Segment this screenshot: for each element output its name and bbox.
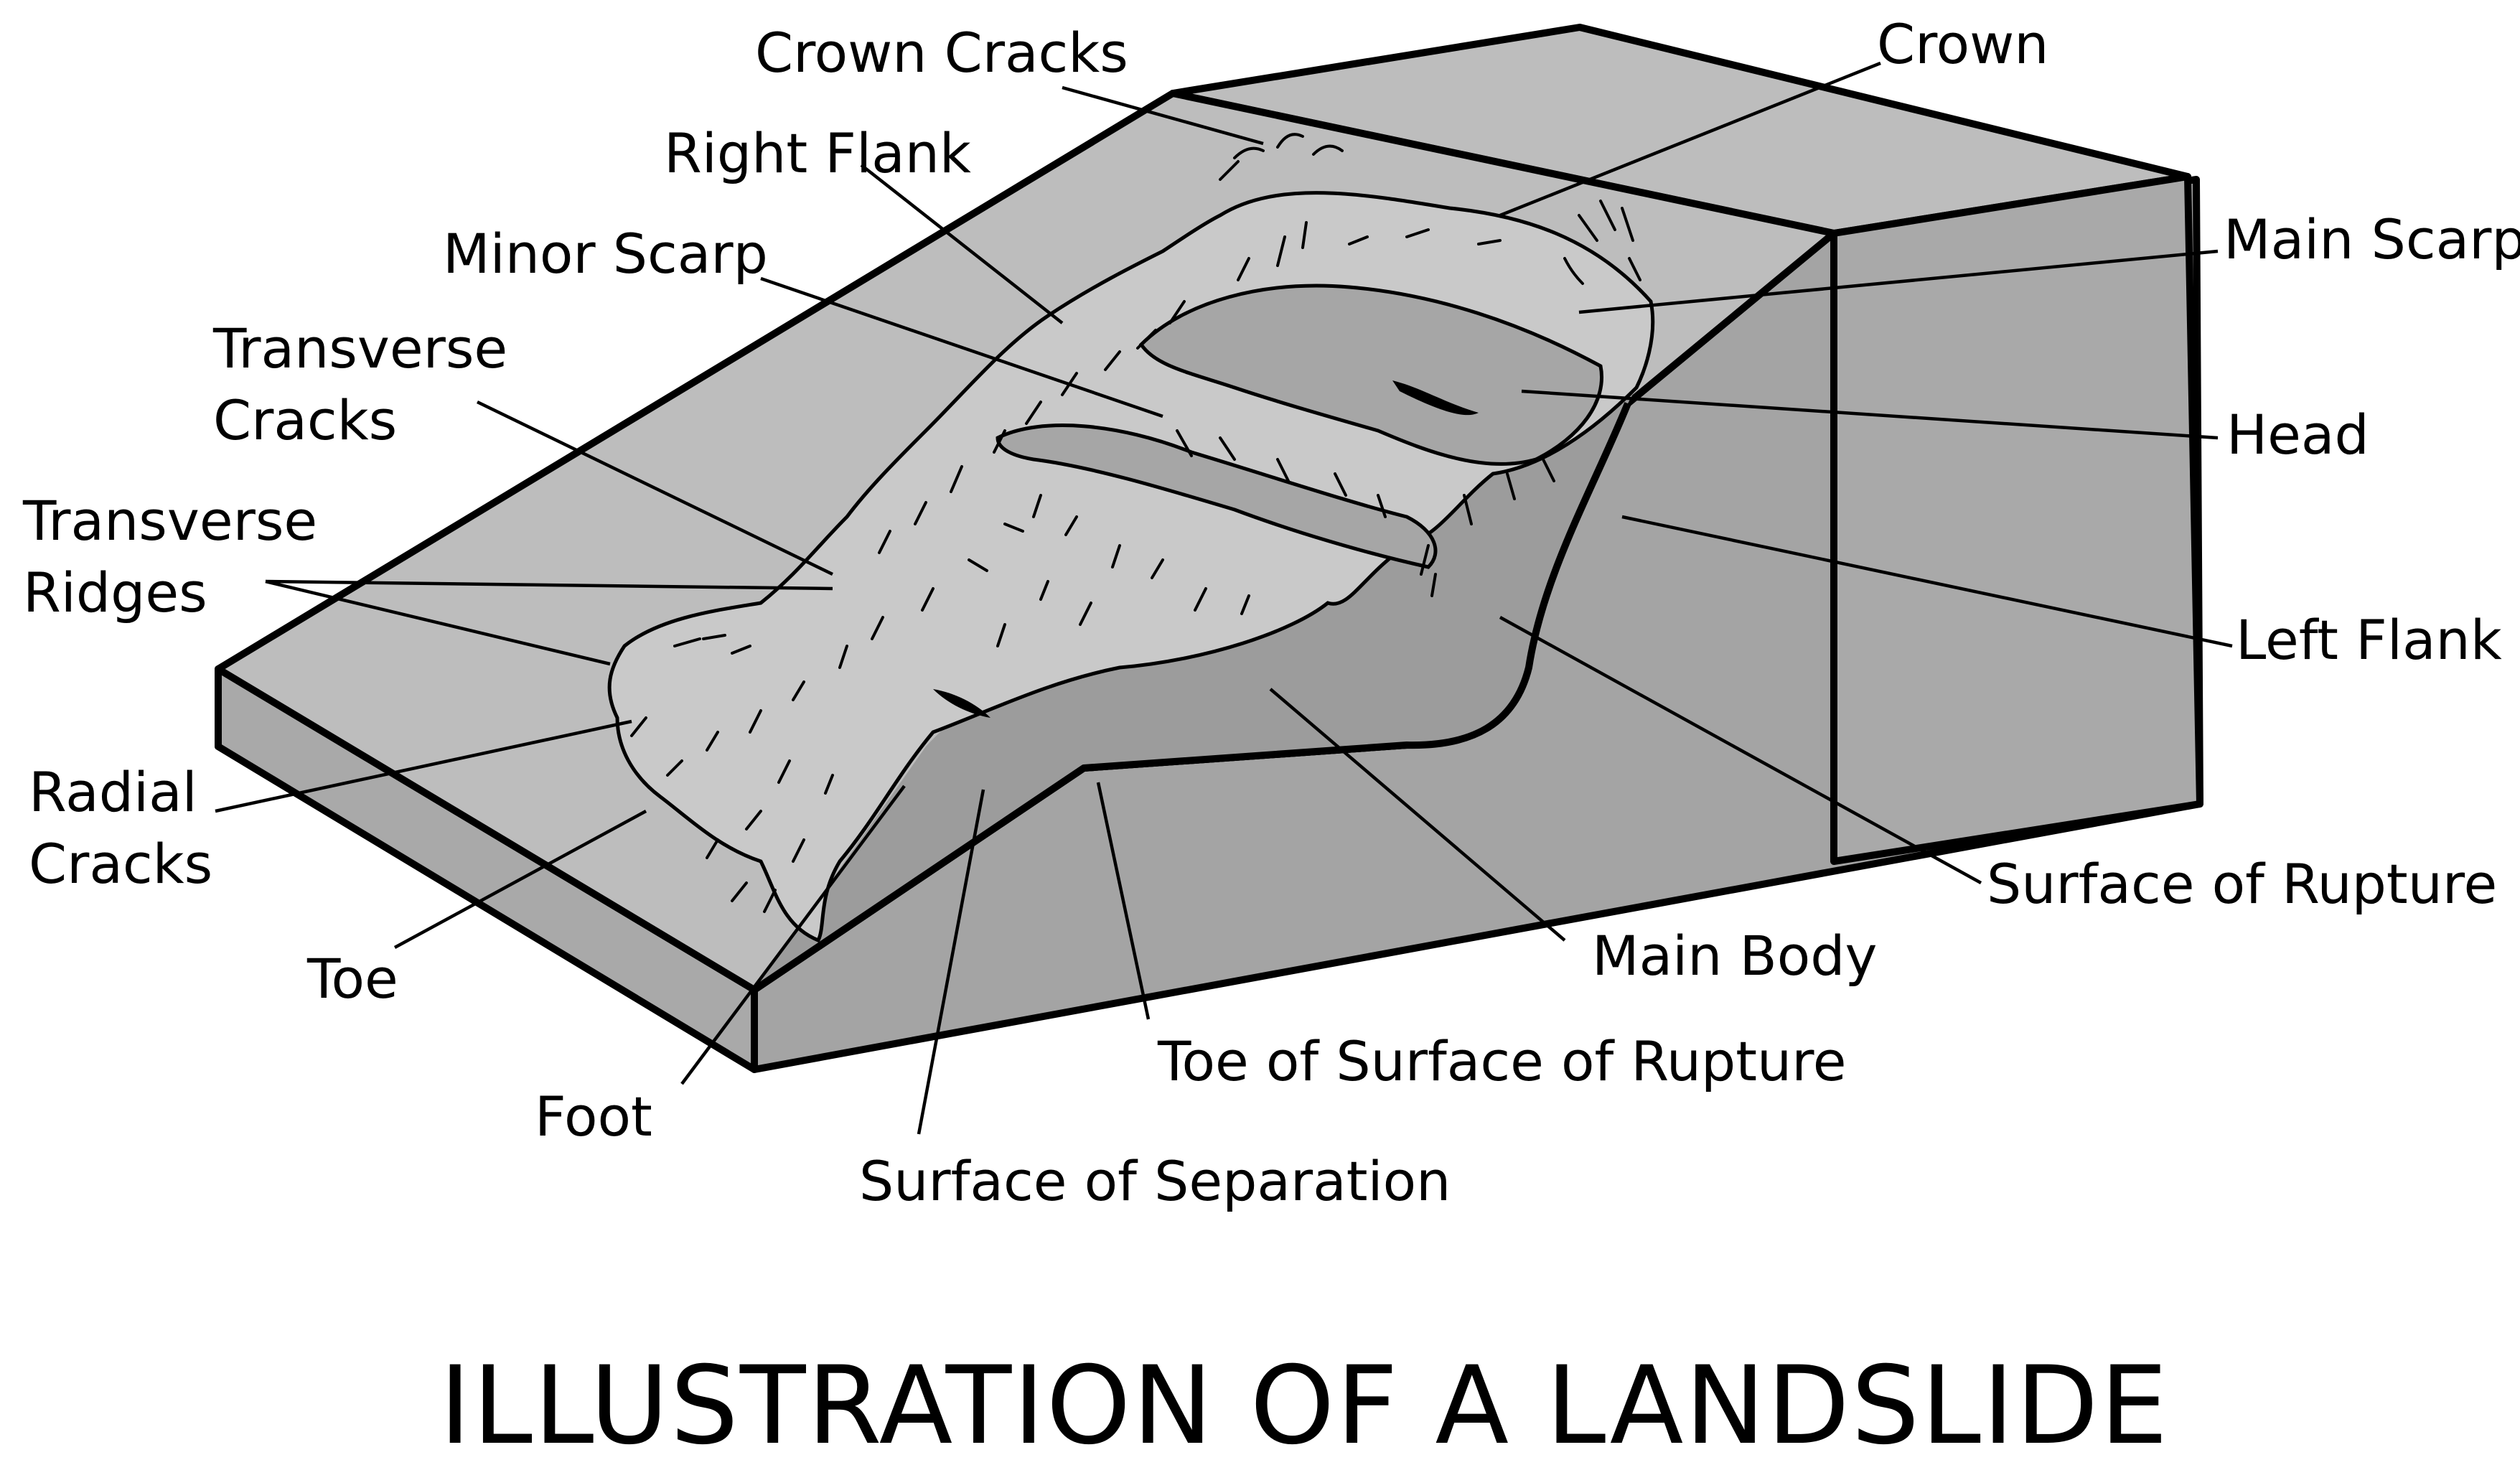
label-minor-scarp: Minor Scarp — [443, 222, 768, 286]
crack-mark — [1392, 380, 1479, 416]
label-left-flank: Left Flank — [2236, 608, 2502, 672]
side-face — [1830, 173, 2203, 865]
label-transverse-ridges-2: Ridges — [23, 561, 207, 624]
label-main-scarp: Main Scarp — [2224, 207, 2520, 271]
leader-left-flank — [1621, 515, 2233, 648]
label-surface-of-separation: Surface of Separation — [859, 1149, 1451, 1213]
leader-foot — [680, 785, 906, 1085]
label-toe: Toe — [306, 947, 398, 1011]
leader-lines — [215, 61, 2233, 1135]
rupture-outline — [752, 402, 1631, 993]
label-toe-of-surface-of-rupture: Toe of Surface of Rupture — [1157, 1029, 1847, 1093]
leader-head — [1521, 389, 2219, 440]
leader-main-scarp — [1578, 249, 2219, 314]
label-crown-cracks: Crown Cracks — [755, 21, 1128, 85]
leader-right-flank — [860, 164, 1064, 324]
label-transverse-cracks-2: Cracks — [213, 388, 397, 452]
leader-main-body — [1269, 688, 1566, 942]
leader-minor-scarp — [760, 276, 1163, 418]
leader-radial-cracks — [215, 719, 632, 813]
leader-crown-cracks — [1062, 85, 1264, 146]
label-radial-cracks-2: Cracks — [29, 832, 212, 896]
leader-transverse-ridges-b — [265, 579, 611, 666]
leader-surface-of-rupture — [1499, 616, 1982, 884]
label-radial-cracks-1: Radial — [29, 760, 197, 824]
leader-transverse-cracks — [477, 400, 833, 576]
diagram-title: ILLUSTRATION OF A LANDSLIDE — [439, 1344, 2169, 1460]
label-right-flank: Right Flank — [664, 121, 971, 185]
labels: Crown Cracks Crown Right Flank Main Scar… — [22, 12, 2520, 1213]
leader-crown — [1499, 61, 1881, 217]
label-transverse-ridges-1: Transverse — [22, 489, 317, 553]
crack-hatching — [630, 133, 1641, 913]
label-main-body: Main Body — [1592, 924, 1877, 988]
label-head: Head — [2226, 403, 2369, 467]
leader-toe — [393, 810, 647, 949]
leader-transverse-ridges-a — [265, 579, 833, 591]
label-foot: Foot — [535, 1085, 652, 1148]
label-transverse-cracks-1: Transverse — [212, 317, 507, 380]
leader-surface-of-separation — [917, 789, 985, 1135]
leader-toe-of-surface-of-rupture — [1096, 782, 1151, 1020]
label-crown: Crown — [1877, 12, 2048, 76]
minor-scarp-block — [996, 424, 1438, 569]
crack-mark-lower — [933, 689, 990, 718]
head-block — [1138, 284, 1603, 466]
label-surface-of-rupture: Surface of Rupture — [1987, 852, 2497, 916]
